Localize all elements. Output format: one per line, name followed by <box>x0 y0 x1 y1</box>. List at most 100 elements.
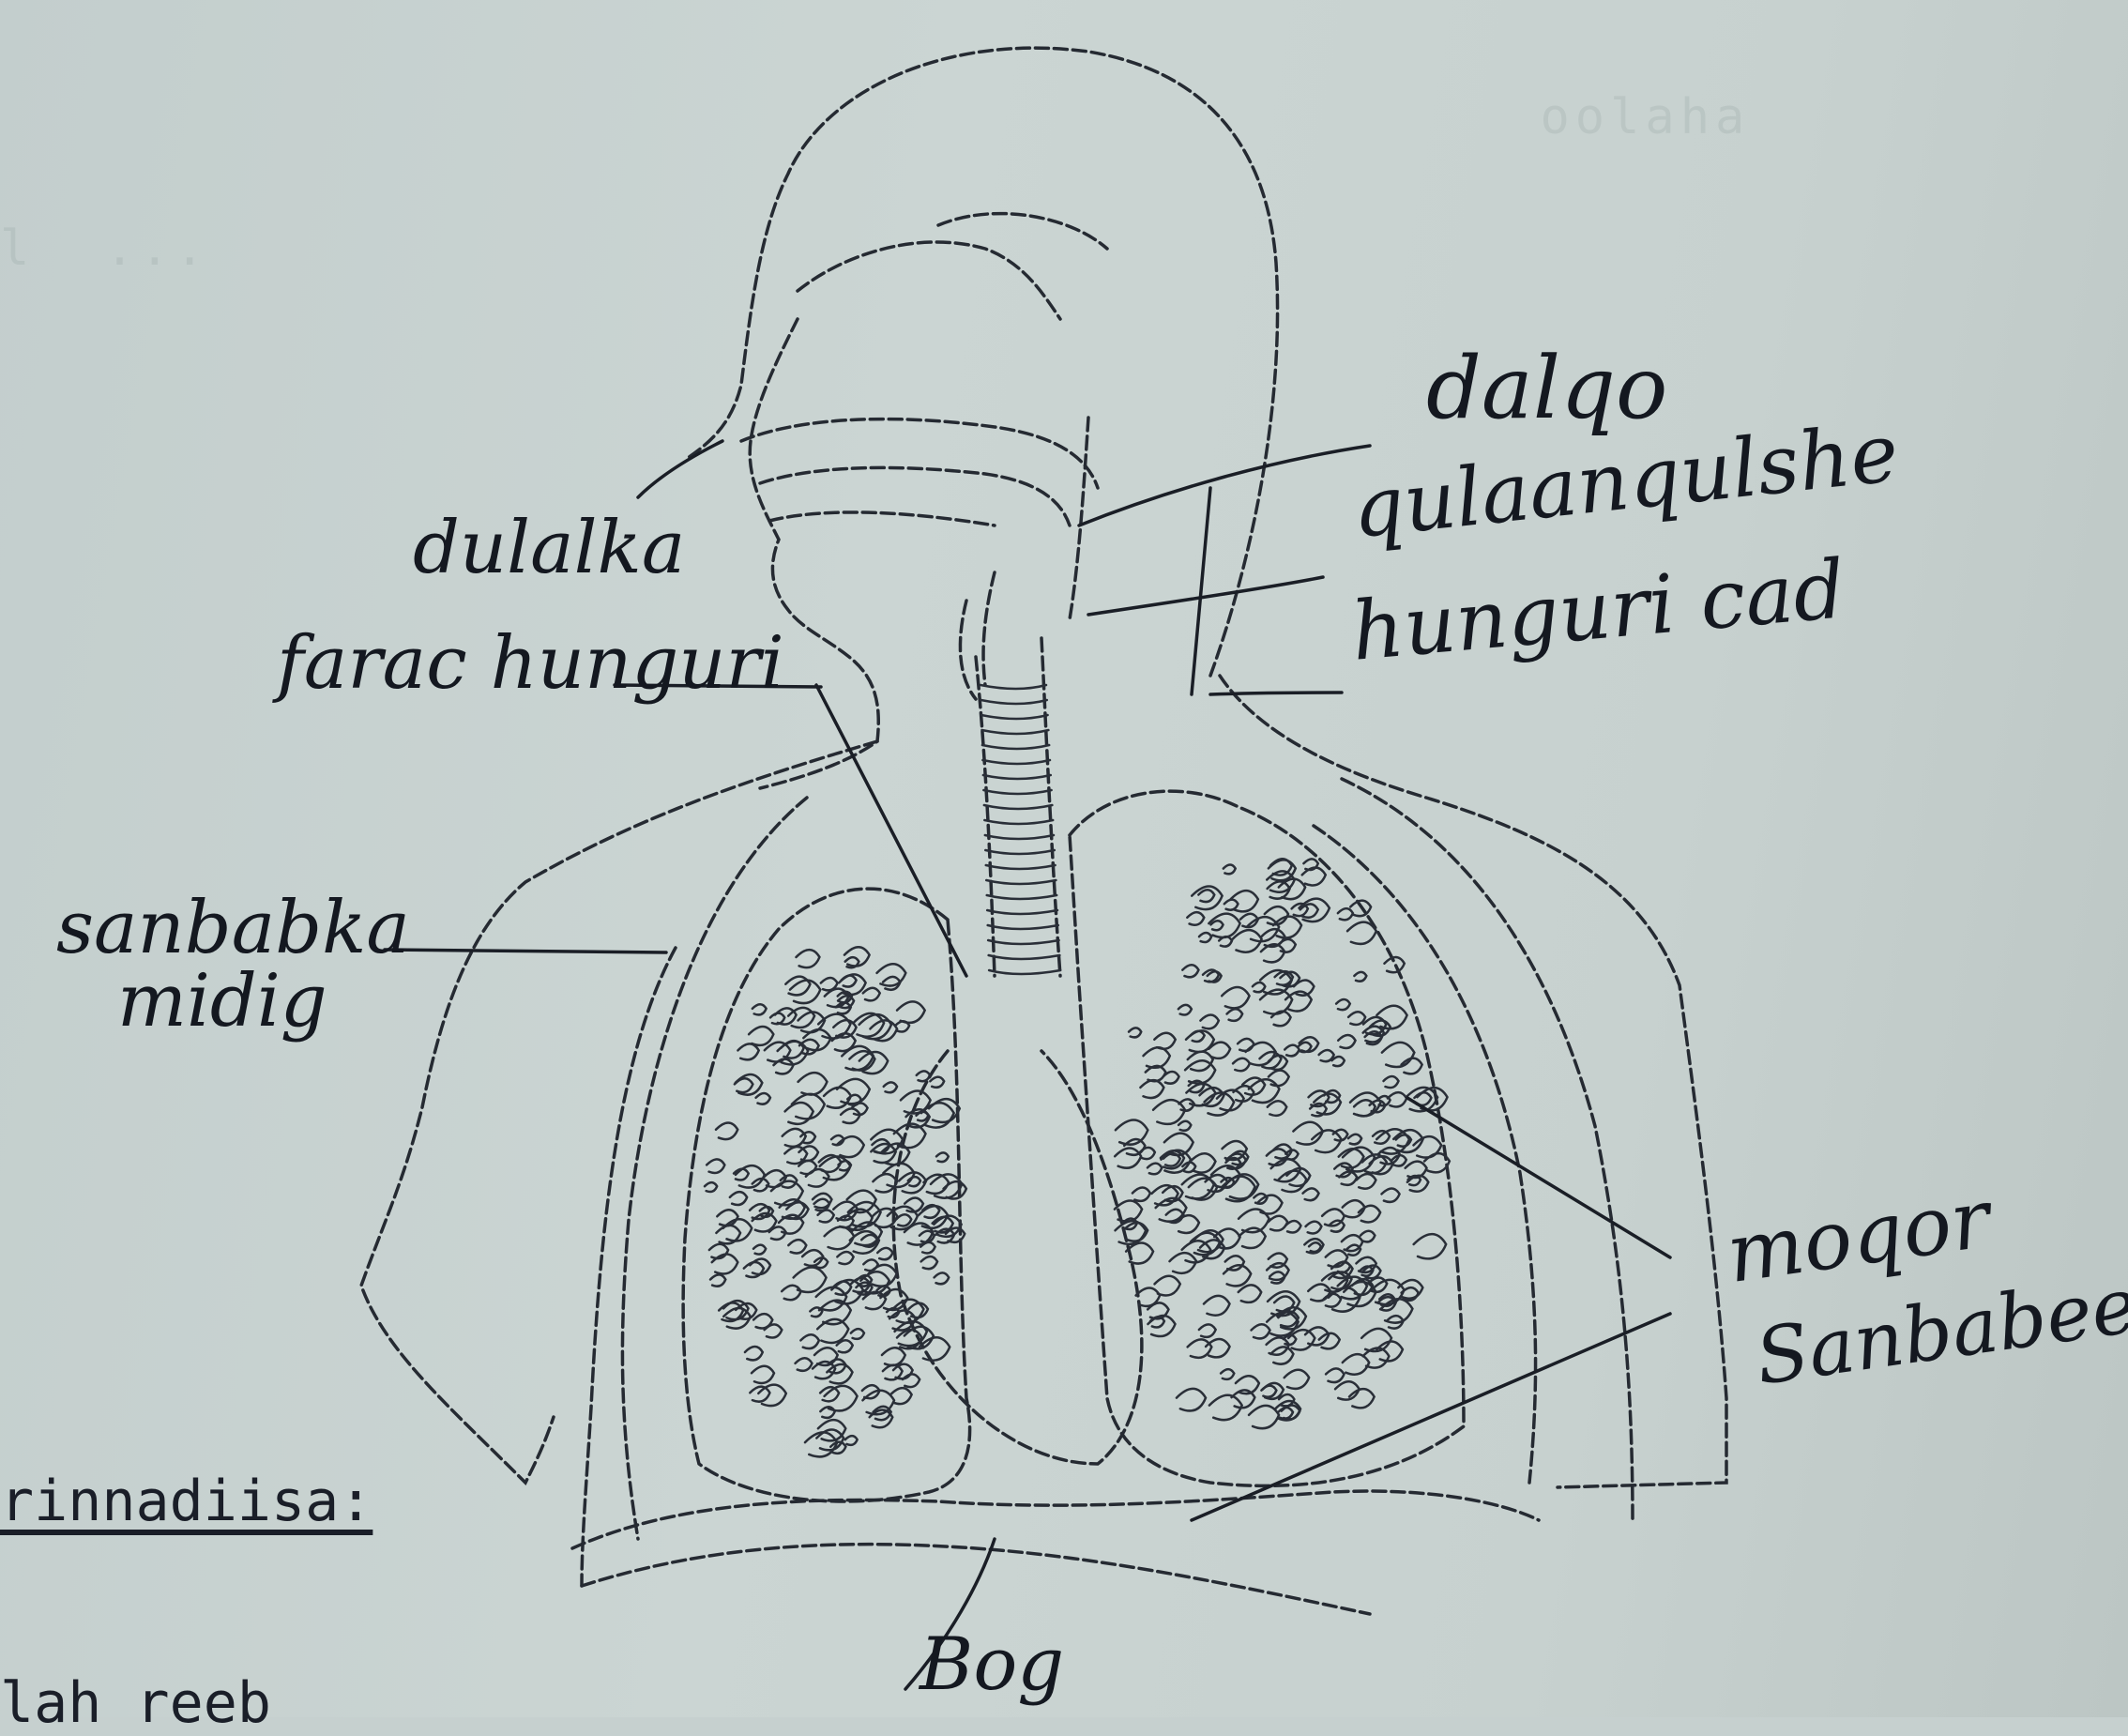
lung-texture-mark <box>1178 1121 1191 1131</box>
lung-texture-mark <box>1246 1043 1276 1065</box>
nasal-cavity <box>741 419 1098 488</box>
palate-line <box>798 242 1060 319</box>
lung-texture-mark <box>705 1182 717 1192</box>
lung-texture-mark <box>1305 1327 1329 1345</box>
lung-texture-mark <box>710 1274 725 1286</box>
lung-texture-mark <box>890 1388 911 1404</box>
lung-texture-mark <box>749 1027 773 1045</box>
label-dulalka: dulalka <box>413 511 685 585</box>
trachea-ring <box>980 685 1046 689</box>
lung-texture-mark <box>1182 1175 1214 1199</box>
chest-wall-left <box>582 948 676 1586</box>
lung-texture-mark <box>798 1146 818 1161</box>
leader-farac-hunguri <box>816 685 966 976</box>
lung-texture-mark <box>837 1252 853 1264</box>
lung-texture-mark <box>1273 917 1301 938</box>
lung-texture-mark <box>837 1079 870 1104</box>
lung-texture-mark <box>1373 1131 1390 1144</box>
lung-texture-mark <box>1269 1071 1289 1086</box>
lung-texture-mark <box>735 1078 753 1092</box>
lung-texture-mark <box>1185 1060 1215 1083</box>
lung-texture-mark <box>1382 1043 1414 1067</box>
lung-texture-mark <box>1382 1188 1400 1201</box>
lung-texture-mark <box>1198 890 1214 902</box>
trachea-ring <box>984 820 1053 824</box>
lung-texture-mark <box>929 1099 960 1122</box>
lung-texture-mark <box>753 1245 766 1255</box>
lung-texture-mark <box>1348 1012 1365 1025</box>
trachea-ring <box>982 745 1049 749</box>
trachea-ring <box>987 910 1057 914</box>
epiglottis <box>960 601 976 699</box>
lung-texture-mark <box>744 1262 764 1277</box>
trachea-ring <box>983 775 1051 779</box>
lung-texture-mark <box>750 1258 770 1273</box>
chest-wall-inner-left <box>622 798 807 1539</box>
lung-texture-mark <box>1274 1296 1294 1311</box>
leader-hunguri-cad <box>1210 693 1342 694</box>
diaphragm <box>572 1491 1539 1548</box>
lung-texture-mark <box>730 1192 747 1205</box>
lung-texture-mark <box>752 1366 774 1383</box>
lung-right-outline <box>1070 791 1464 1485</box>
lung-texture-mark <box>884 1082 897 1092</box>
lung-texture-mark <box>1326 1368 1344 1382</box>
lung-texture-mark <box>1233 1058 1250 1072</box>
lung-texture-mark <box>837 1136 864 1157</box>
lung-texture-mark <box>707 1159 724 1173</box>
lung-texture-mark <box>827 1364 852 1384</box>
lung-texture-mark <box>845 1436 858 1445</box>
lung-texture-mark <box>800 1132 815 1143</box>
lung-texture-mark <box>785 1103 813 1124</box>
lung-texture-mark <box>895 1021 909 1031</box>
trachea-ring <box>987 895 1056 899</box>
lung-texture-mark <box>737 1043 758 1059</box>
lung-texture-mark <box>796 950 819 967</box>
lung-texture-mark <box>1284 1045 1299 1057</box>
trachea-ring <box>981 730 1048 734</box>
bracket-neck <box>1192 488 1210 694</box>
lung-texture-mark <box>869 1265 897 1287</box>
lung-texture-mark <box>908 1303 927 1318</box>
mouth-line <box>769 512 995 525</box>
lung-texture-mark <box>1154 1033 1175 1049</box>
lung-texture-mark <box>750 1387 769 1402</box>
lung-texture-mark <box>1221 1369 1234 1379</box>
lung-texture-mark <box>1239 1285 1261 1302</box>
lung-texture-mark <box>897 1001 925 1023</box>
lung-texture-mark <box>1300 899 1330 922</box>
lung-texture-mark <box>818 1210 834 1222</box>
pharynx-back <box>1070 418 1088 619</box>
lung-texture-mark <box>921 1256 937 1269</box>
lung-texture-mark <box>1187 912 1204 925</box>
lung-texture-mark <box>1177 1389 1206 1411</box>
lung-texture-mark <box>863 988 880 1001</box>
pharynx-front <box>983 572 995 685</box>
trachea-ring <box>985 835 1054 839</box>
trachea-ring <box>988 940 1058 944</box>
lung-texture-mark <box>917 1071 930 1081</box>
lung-texture-mark <box>1238 1039 1254 1051</box>
lung-texture-mark <box>1354 972 1366 982</box>
lung-texture-mark <box>1203 969 1219 982</box>
trachea-ring <box>981 715 1048 719</box>
head-outline <box>685 48 1278 676</box>
lung-texture-mark <box>1284 1370 1309 1389</box>
label-farac-hunguri: farac hunguri <box>277 627 784 700</box>
lung-texture-mark <box>1208 1043 1230 1058</box>
lung-texture-mark <box>1319 1050 1334 1061</box>
trachea-ring <box>985 850 1055 854</box>
lung-texture-mark <box>1222 987 1249 1008</box>
lung-texture-mark <box>1339 1172 1357 1185</box>
lung-texture-mark <box>1224 865 1236 875</box>
trachea-ring <box>986 865 1056 869</box>
lung-texture-mark <box>785 977 810 996</box>
lung-texture-mark <box>1210 921 1223 930</box>
trachea-ring <box>984 805 1053 809</box>
lung-texture-mark <box>1225 1256 1244 1270</box>
lung-texture-mark <box>1206 1339 1230 1357</box>
trachea-ring <box>988 925 1058 929</box>
lung-texture-mark <box>903 1374 920 1387</box>
lung-texture-mark <box>1268 1101 1287 1116</box>
